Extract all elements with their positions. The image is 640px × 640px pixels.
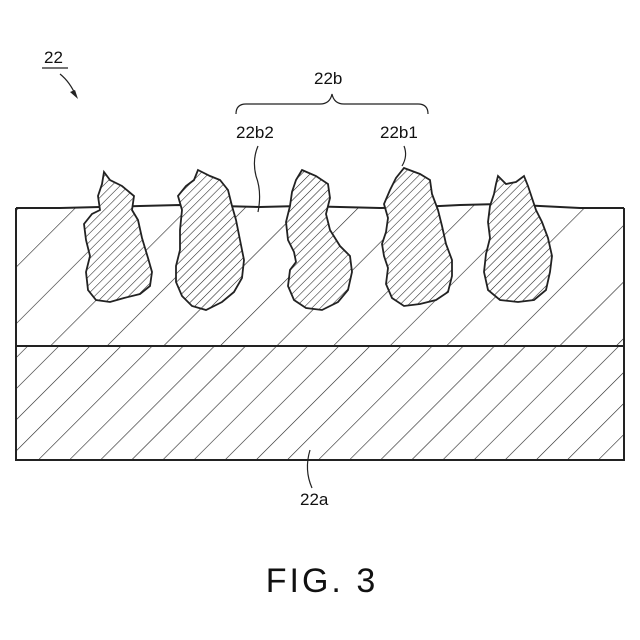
particles-brace: 22b xyxy=(236,69,428,114)
particle-2 xyxy=(176,170,244,310)
figure-caption: FIG. 3 xyxy=(266,562,378,600)
reference-numeral-22: 22 xyxy=(42,48,78,99)
reference-numeral-text: 22 xyxy=(44,48,63,67)
leader-22b2: 22b2 xyxy=(236,123,274,212)
particle-4 xyxy=(382,168,452,306)
particle-5 xyxy=(484,176,552,302)
label-22b: 22b xyxy=(314,69,342,88)
particle-1 xyxy=(84,172,152,302)
label-22b2: 22b2 xyxy=(236,123,274,142)
leader-22b1: 22b1 xyxy=(380,123,418,166)
label-22a: 22a xyxy=(300,490,329,509)
base-layer xyxy=(16,346,624,460)
label-22b1: 22b1 xyxy=(380,123,418,142)
